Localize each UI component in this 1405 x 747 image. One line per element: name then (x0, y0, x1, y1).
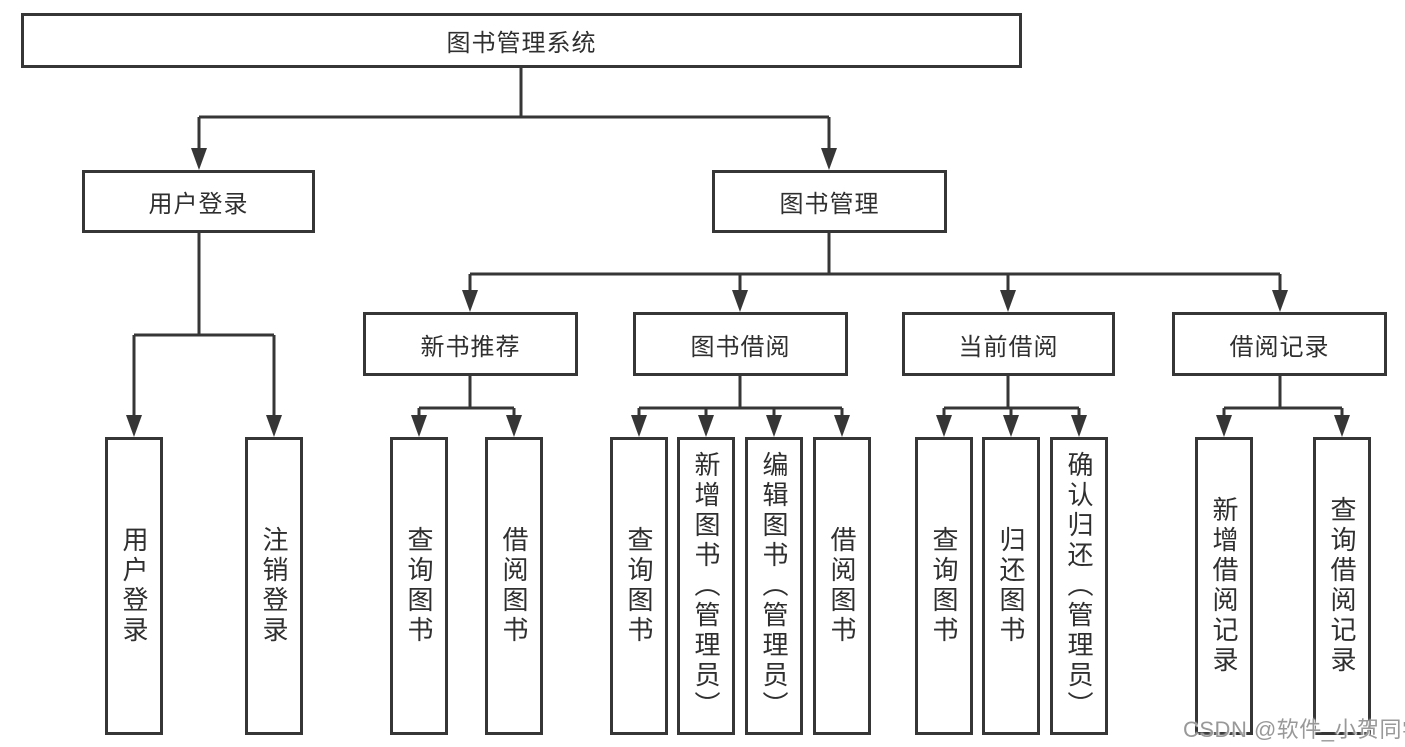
connector-new-books-to-leaves (417, 376, 516, 416)
node-label: 图书管理系统 (446, 30, 597, 57)
node-leaf-user-login: 用户登录 (105, 437, 163, 735)
arrowheads-current-borrow (936, 415, 1087, 437)
node-label: 借阅图书 (827, 526, 857, 646)
node-leaf-bb-edit-books: 编辑图书（管理员） (745, 437, 803, 735)
node-label: 确认归还（管理员） (1064, 451, 1094, 721)
node-label: 查询图书 (929, 526, 959, 646)
node-book-borrow: 图书借阅 (633, 312, 848, 376)
arrowheads-level3 (462, 290, 1288, 312)
arrowheads-level2 (191, 148, 837, 170)
arrowheads-book-borrow (631, 415, 850, 437)
node-label: 查询借阅记录 (1327, 496, 1357, 676)
node-new-books: 新书推荐 (363, 312, 578, 376)
node-borrow-history: 借阅记录 (1172, 312, 1387, 376)
node-label: 图书管理 (779, 191, 880, 218)
arrowheads-new-books (411, 415, 522, 437)
node-label: 借阅图书 (499, 526, 529, 646)
node-label: 当前借阅 (958, 333, 1059, 361)
node-leaf-nb-borrow-books: 借阅图书 (485, 437, 543, 735)
arrowheads-borrow-history (1216, 415, 1350, 437)
node-book-mgmt: 图书管理 (712, 170, 947, 233)
node-label: 借阅记录 (1229, 333, 1330, 361)
node-label: 编辑图书（管理员） (759, 451, 789, 721)
node-leaf-bb-add-books: 新增图书（管理员） (677, 437, 735, 735)
node-leaf-cb-query-books: 查询图书 (915, 437, 973, 735)
node-leaf-bb-borrow-books: 借阅图书 (813, 437, 871, 735)
node-leaf-bh-add-record: 新增借阅记录 (1195, 437, 1253, 735)
node-user-login: 用户登录 (82, 170, 315, 233)
connector-current-borrow-to-leaves (942, 376, 1081, 416)
connector-user-login-to-leaves (132, 233, 276, 416)
connector-book-borrow-to-leaves (637, 376, 844, 416)
node-label: 用户登录 (148, 191, 249, 218)
node-label: 新书推荐 (420, 333, 521, 361)
node-label: 新增图书（管理员） (691, 451, 721, 721)
node-label: 图书借阅 (690, 333, 791, 361)
node-leaf-cb-return-books: 归还图书 (982, 437, 1040, 735)
node-label: 归还图书 (996, 526, 1026, 646)
connector-borrow-history-to-leaves (1222, 376, 1344, 416)
csdn-watermark: CSDN @软件_小贺同学 (1183, 717, 1405, 742)
connector-book-mgmt-to-level3 (468, 233, 1282, 291)
node-label: 注销登录 (259, 526, 289, 646)
node-current-borrow: 当前借阅 (902, 312, 1115, 376)
arrowheads-user-login (126, 415, 282, 437)
node-root-system: 图书管理系统 (21, 13, 1022, 68)
node-label: 查询图书 (404, 526, 434, 646)
connector-root-to-level2 (197, 68, 831, 150)
node-label: 用户登录 (119, 526, 149, 646)
node-leaf-cb-confirm-return: 确认归还（管理员） (1050, 437, 1108, 735)
node-leaf-bh-query-record: 查询借阅记录 (1313, 437, 1371, 735)
node-leaf-logout: 注销登录 (245, 437, 303, 735)
node-leaf-bb-query-books: 查询图书 (610, 437, 668, 735)
node-label: 新增借阅记录 (1209, 496, 1239, 676)
node-leaf-nb-query-books: 查询图书 (390, 437, 448, 735)
node-label: 查询图书 (624, 526, 654, 646)
